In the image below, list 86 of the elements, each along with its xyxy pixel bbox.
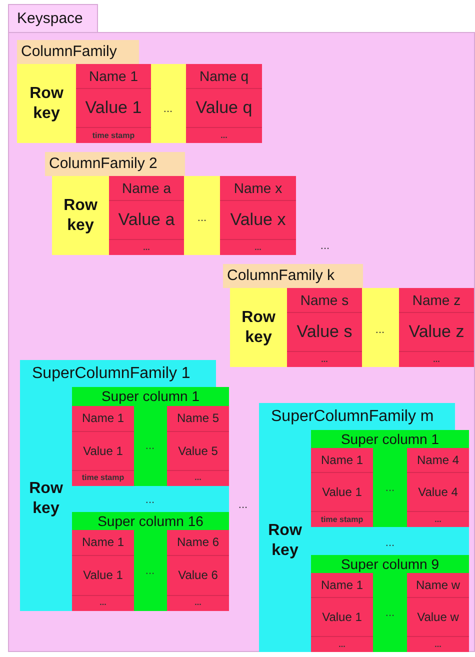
column-block xyxy=(109,176,184,255)
column-name: Name 1 xyxy=(76,64,151,90)
column-name: Name 1 xyxy=(311,573,373,598)
super-column-label: Super column 16 xyxy=(96,512,204,531)
column-extra: ... xyxy=(194,597,202,610)
super-column-block xyxy=(311,555,469,652)
column-value: Value 6 xyxy=(167,556,229,596)
column-value: Value q xyxy=(186,89,262,128)
super-column-block xyxy=(72,512,229,611)
row-key-label: Row key xyxy=(62,196,98,236)
row-key-label: Row key xyxy=(267,521,303,561)
column-block xyxy=(167,406,229,486)
column-block xyxy=(72,406,134,486)
column-extra: time stamp xyxy=(80,472,126,484)
column-name: Name a xyxy=(109,176,184,202)
column-extra: time stamp xyxy=(91,130,136,142)
column-name: Name 6 xyxy=(167,530,229,556)
column-block xyxy=(76,64,151,143)
column-value: Value 5 xyxy=(167,432,229,471)
family-label: ColumnFamily xyxy=(17,40,139,64)
column-extra: ... xyxy=(320,354,329,366)
column-name: Name 1 xyxy=(72,406,134,432)
column-value: Value s xyxy=(287,313,362,352)
column-value: Value 1 xyxy=(72,432,134,471)
column-block xyxy=(167,530,229,611)
ellipsis-label: ... xyxy=(145,565,155,577)
column-extra: ... xyxy=(434,638,442,650)
column-name: Name 1 xyxy=(72,530,134,556)
super-column-label: Super column 1 xyxy=(340,430,440,449)
keyspace-label: Keyspace xyxy=(8,4,98,32)
super-family-label: SuperColumnFamily 1 xyxy=(20,360,216,387)
column-block xyxy=(220,176,296,255)
ellipsis-label: ... xyxy=(385,537,395,549)
column-name: Name 5 xyxy=(167,406,229,432)
column-value: Value 1 xyxy=(76,89,151,128)
super-column-block xyxy=(311,430,469,527)
row-key-label: Row key xyxy=(240,308,276,348)
column-value: Value 1 xyxy=(72,556,134,596)
column-value: Value 1 xyxy=(311,473,373,512)
column-block xyxy=(311,573,373,652)
super-column-label: Super column 1 xyxy=(100,387,201,406)
column-extra: ... xyxy=(98,597,108,610)
column-extra: ... xyxy=(142,242,151,254)
column-name: Name x xyxy=(220,176,296,202)
ellipsis-label: ... xyxy=(197,212,207,224)
super-column-label: Super column 9 xyxy=(340,555,440,574)
column-extra: time stamp xyxy=(320,514,364,526)
super-family-label: SuperColumnFamily m xyxy=(259,403,455,430)
column-block xyxy=(399,288,474,367)
column-block xyxy=(407,573,469,652)
column-name: Name s xyxy=(287,288,362,314)
column-value: Value 4 xyxy=(407,473,469,512)
column-extra: ... xyxy=(338,638,346,650)
ellipsis-label: ... xyxy=(163,103,173,115)
column-value: Value 1 xyxy=(311,598,373,637)
column-value: Value a xyxy=(109,201,184,240)
column-block xyxy=(186,64,262,143)
super-column-block xyxy=(72,387,229,486)
column-extra: ... xyxy=(194,472,202,484)
ellipsis-label: ... xyxy=(145,440,155,452)
column-value: Value x xyxy=(220,201,296,240)
ellipsis-label: ... xyxy=(385,607,395,619)
column-block xyxy=(407,448,469,527)
column-value: Value w xyxy=(407,598,469,637)
column-name: Name z xyxy=(399,288,474,314)
column-extra: ... xyxy=(254,242,262,254)
row-key-label: Row key xyxy=(28,84,64,124)
ellipsis-label: ... xyxy=(385,482,395,494)
ellipsis-label: ... xyxy=(320,240,330,252)
column-extra: ... xyxy=(432,354,441,366)
column-value: Value z xyxy=(399,313,474,352)
ellipsis-label: ... xyxy=(145,494,155,506)
family-label: ColumnFamily k xyxy=(223,264,363,288)
ellipsis-label: ... xyxy=(238,499,248,511)
column-name: Name 1 xyxy=(311,448,373,474)
row-key-label: Row key xyxy=(28,479,64,519)
column-extra: ... xyxy=(220,130,228,142)
column-block xyxy=(311,448,373,527)
column-name: Name w xyxy=(407,573,469,598)
column-name: Name q xyxy=(186,64,262,90)
column-block xyxy=(287,288,362,367)
family-label: ColumnFamily 2 xyxy=(45,152,185,176)
column-extra: ... xyxy=(434,514,442,526)
column-name: Name 4 xyxy=(407,448,469,474)
ellipsis-label: ... xyxy=(375,324,385,336)
column-block xyxy=(72,530,134,611)
